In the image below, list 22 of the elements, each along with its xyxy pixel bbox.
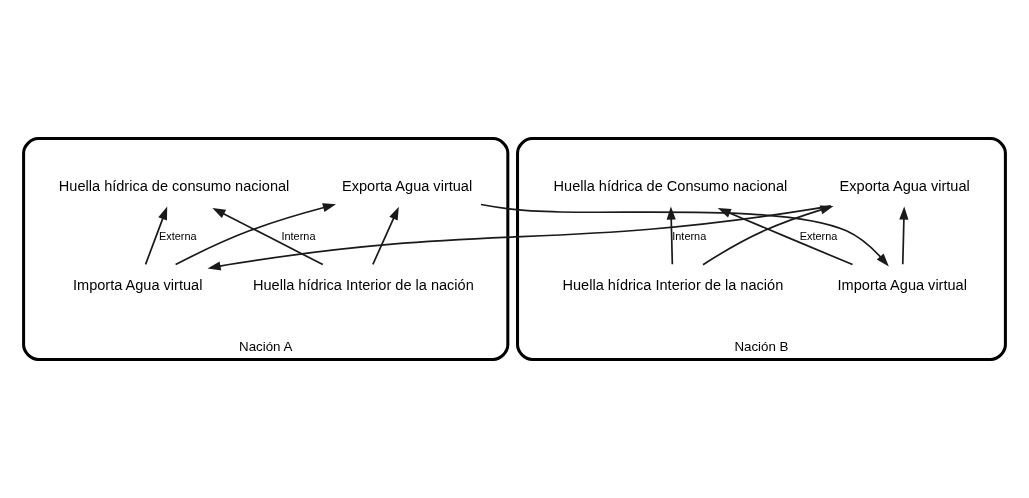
arrow <box>702 205 834 266</box>
edge-label: Interna <box>672 229 707 242</box>
node-text: Importa Agua virtual <box>72 277 203 294</box>
edge-label: Interna <box>281 229 316 242</box>
arrow <box>174 203 336 266</box>
arrow <box>899 206 909 266</box>
node-text: Importa Agua virtual <box>837 277 967 294</box>
node-text: Exporta Agua virtual <box>342 177 473 194</box>
arrow <box>480 203 889 267</box>
arrow <box>144 206 168 266</box>
arrow <box>207 205 832 271</box>
edge-label: Externa <box>158 229 197 242</box>
arrow <box>666 206 676 266</box>
node-text: Huella hídrica de Consumo nacional <box>553 177 788 194</box>
edge-label: Externa <box>799 229 838 242</box>
node-text: Huella hídrica Interior de la nación <box>562 277 784 294</box>
arrow <box>212 207 324 266</box>
node-text: Huella hídrica de consumo nacional <box>58 177 290 194</box>
node-text: Huella hídrica Interior de la nación <box>253 277 474 294</box>
node-text: Exporta Agua virtual <box>839 177 970 194</box>
arrow <box>372 206 399 266</box>
arrow <box>717 208 854 266</box>
